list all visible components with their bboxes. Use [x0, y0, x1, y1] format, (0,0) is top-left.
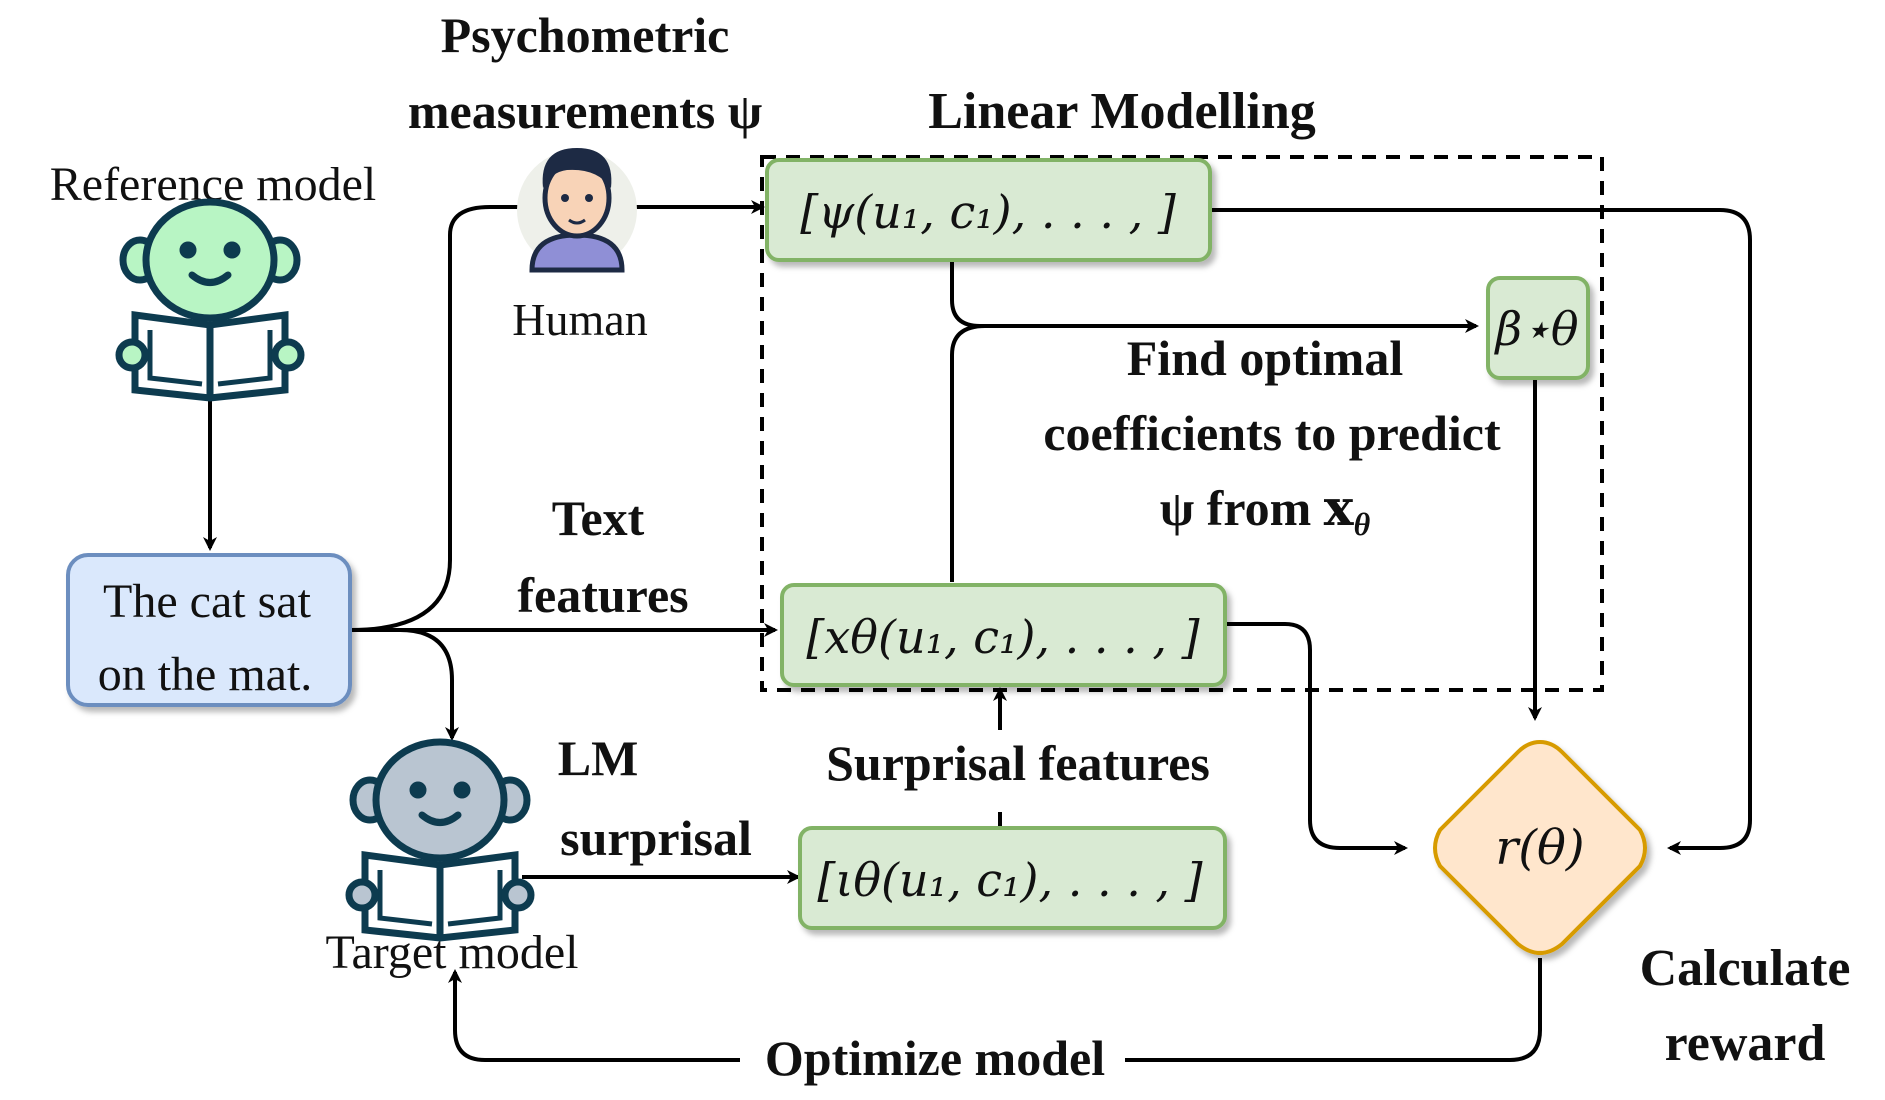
target-robot-icon: [345, 738, 535, 942]
iota-vector-text: [ιθ(u₁, c₁), . . . , ]: [817, 853, 1202, 907]
reference-robot-icon: [115, 198, 305, 402]
text-features-line1: Text: [552, 490, 645, 546]
edge-x-to-beta: [950, 324, 986, 582]
human-icon: [517, 148, 637, 273]
target-model-label: Target model: [325, 926, 578, 979]
edge-sentence-to-target: [399, 628, 459, 741]
edge-reward-to-target-b: [448, 969, 740, 1062]
find-line3: ψ from xθ: [1160, 478, 1371, 542]
x-vector-box: [780, 583, 1227, 687]
edge-psi-to-beta: [950, 262, 1479, 333]
lm-surprisal-line1: LM: [558, 730, 639, 786]
edge-reward-to-target-a: [1125, 958, 1542, 1062]
find-line1: Find optimal: [1127, 330, 1404, 386]
edge-x-to-reward: [1225, 622, 1408, 855]
edge-psi-to-reward: [1210, 208, 1752, 855]
reward-diamond: [1433, 739, 1647, 955]
sentence-box: [66, 553, 352, 707]
x-vector-text: [xθ(u₁, c₁), . . . , ]: [806, 610, 1199, 664]
calculate-reward-line2: reward: [1665, 1015, 1826, 1072]
sentence-line2: on the mat.: [98, 648, 313, 701]
linear-modelling-title: Linear Modelling: [928, 83, 1316, 140]
linear-modelling-region: [760, 155, 1604, 692]
reward-text: r(θ): [1495, 820, 1584, 876]
find-line2: coefficients to predict: [1043, 405, 1501, 461]
sentence-line1: The cat sat: [103, 575, 312, 628]
human-label: Human: [512, 294, 647, 345]
edges: [203, 200, 1752, 1062]
calculate-reward-line1: Calculate: [1640, 940, 1851, 997]
edge-sentence-to-human: [349, 205, 520, 632]
psi-vector-text: [ψ(u₁, c₁), . . . , ]: [800, 185, 1176, 239]
lm-surprisal-line2: surprisal: [560, 810, 752, 866]
optimize-model-label: Optimize model: [765, 1030, 1105, 1086]
psychometric-label-line2: measurements ψ: [408, 83, 762, 139]
psi-vector-box: [765, 158, 1212, 262]
psychometric-label-line1: Psychometric: [441, 7, 730, 63]
beta-text: β⋆θ: [1493, 302, 1578, 356]
iota-vector-box: [798, 826, 1227, 930]
surprisal-features-label: Surprisal features: [826, 735, 1210, 791]
text-features-line2: features: [517, 567, 688, 623]
beta-box: [1486, 276, 1590, 380]
